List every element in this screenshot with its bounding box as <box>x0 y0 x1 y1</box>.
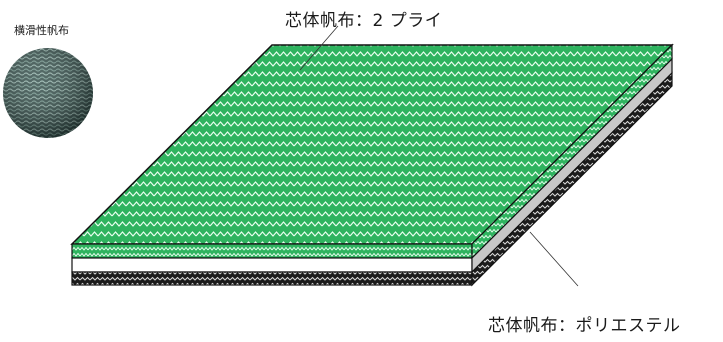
belt-front-layers <box>71 243 473 286</box>
top-leader-line <box>299 25 339 71</box>
bottom-annotation: 芯体帆布：ポリエステル <box>488 316 681 336</box>
belt-side-layers <box>471 43 673 287</box>
sample-caption: 横滑性帆布 <box>14 24 69 37</box>
top-annotation: 芯体帆布：2 プライ <box>285 11 443 31</box>
bottom-leader-line <box>529 231 579 287</box>
fabric-sample-icon <box>3 48 93 138</box>
